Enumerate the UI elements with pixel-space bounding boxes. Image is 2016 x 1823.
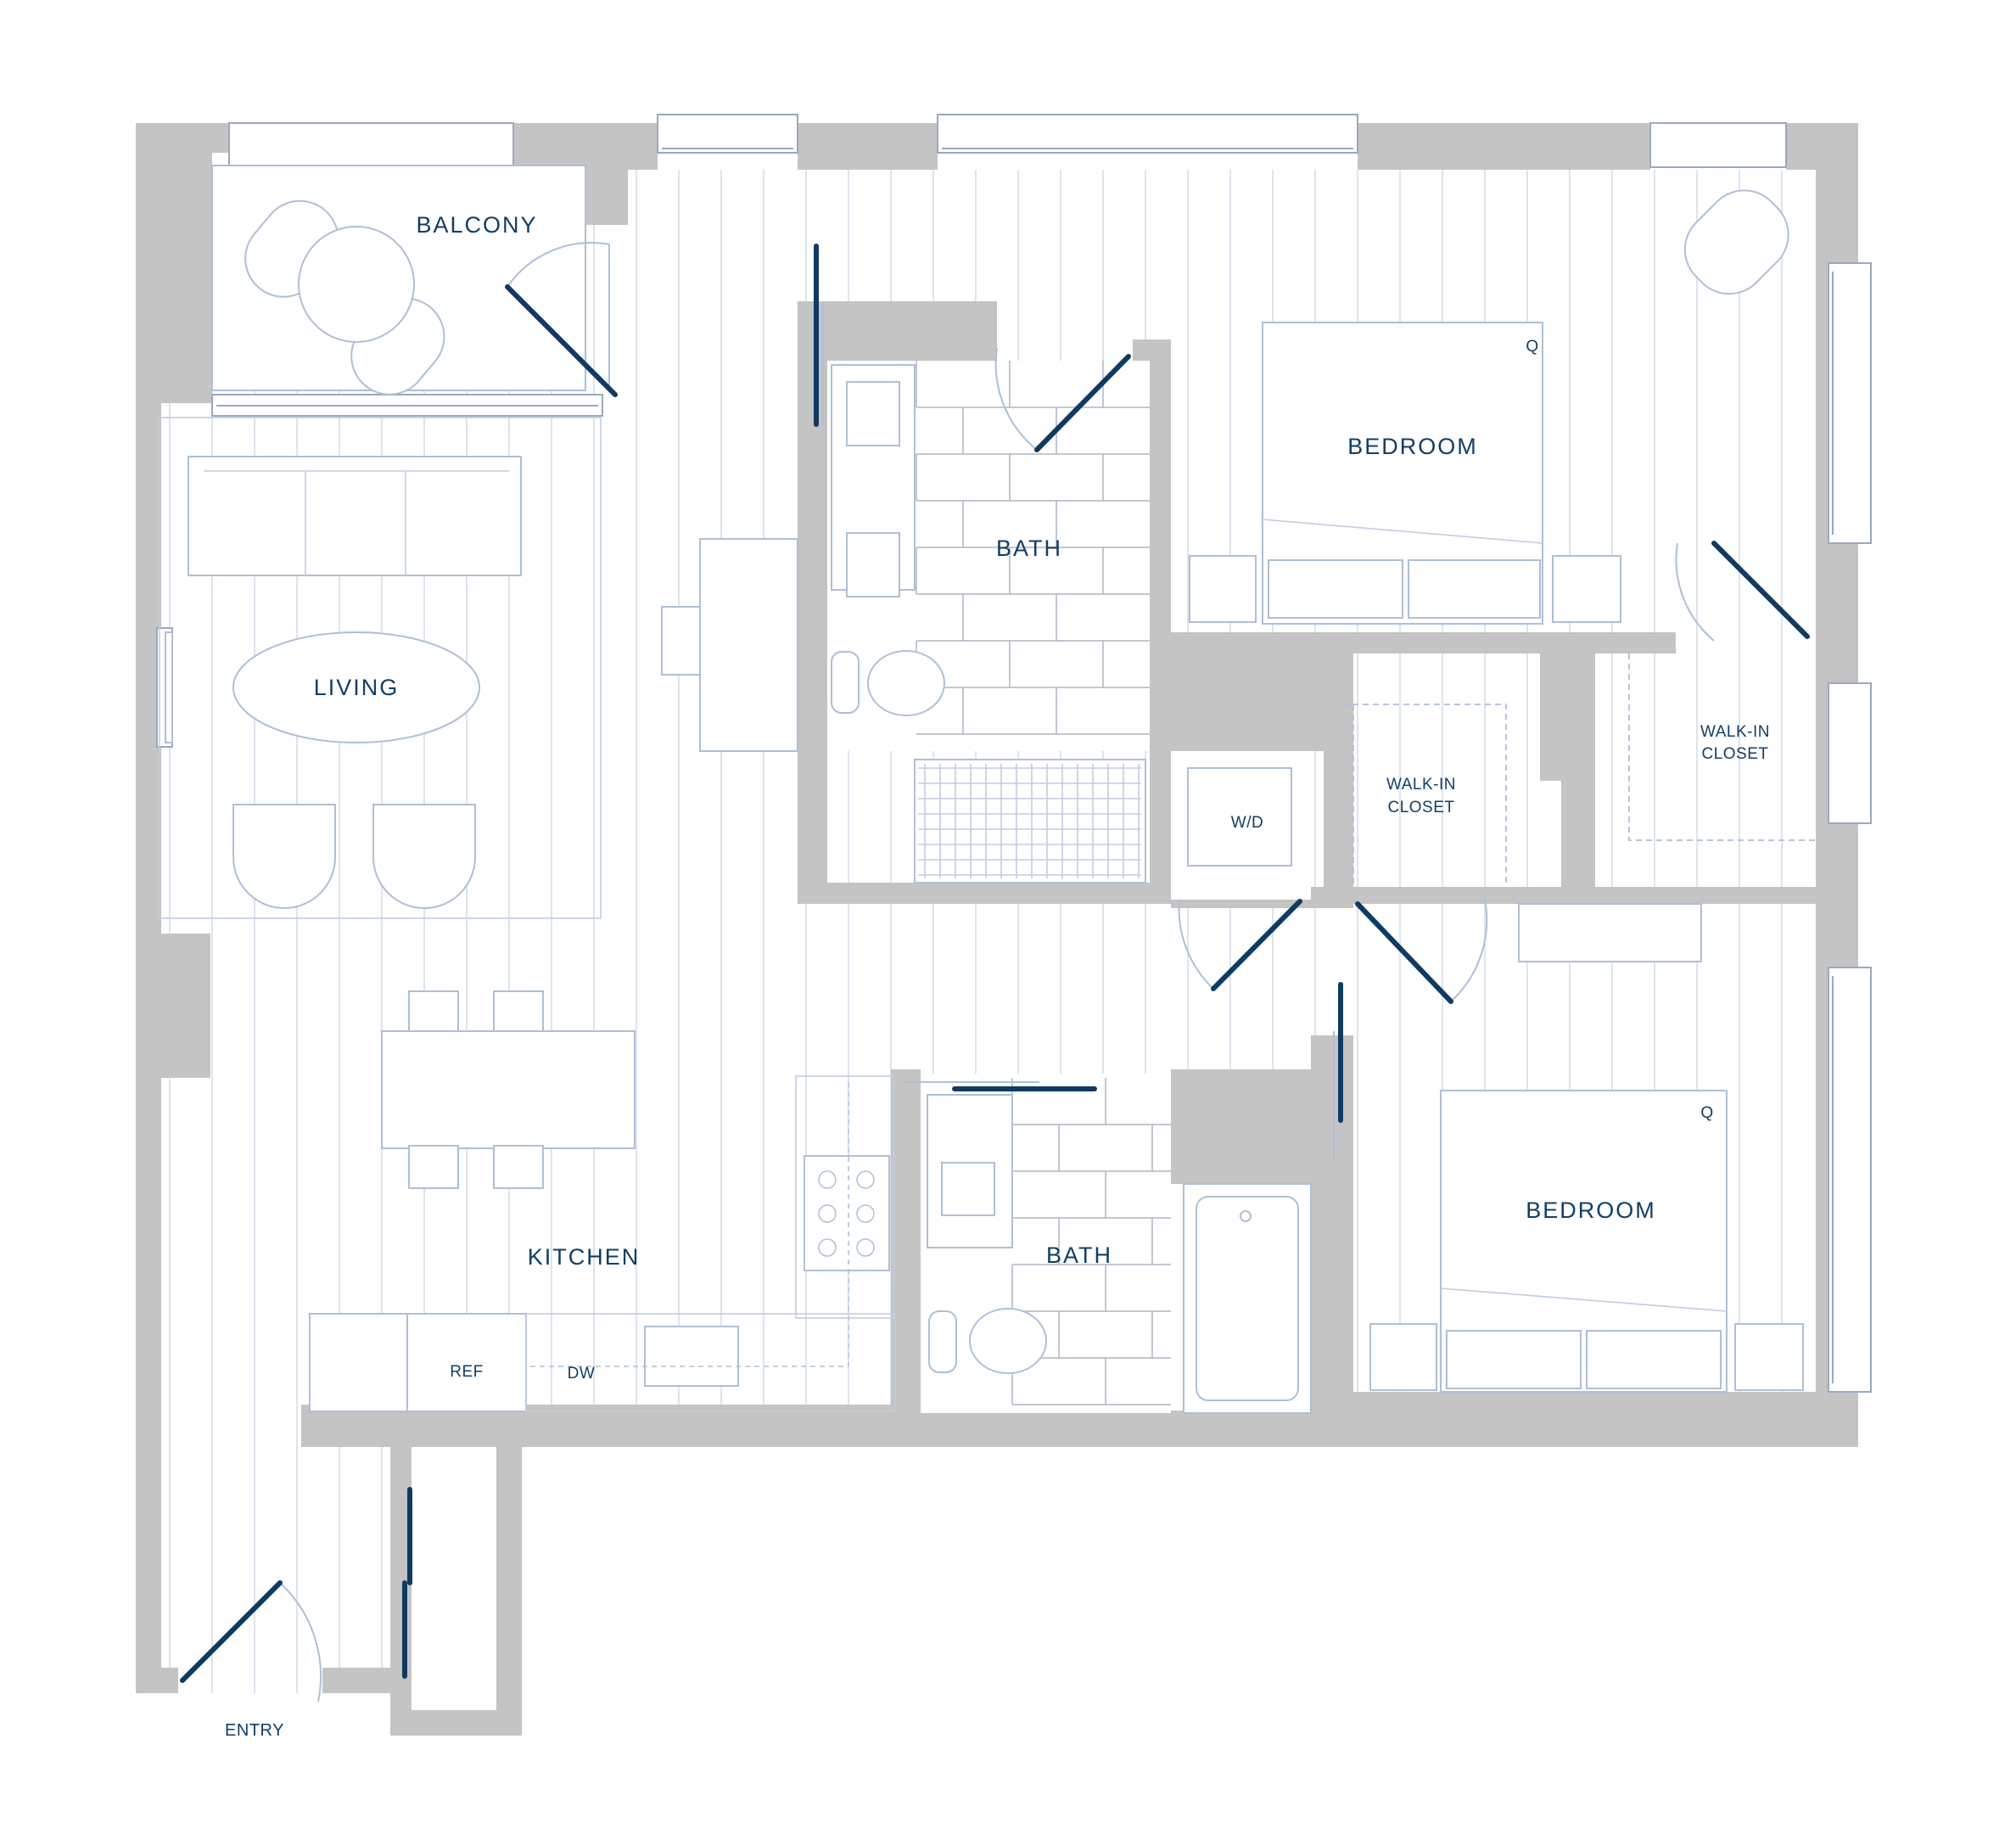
label-bath-2: BATH <box>1046 1242 1112 1268</box>
living-furniture <box>159 417 602 919</box>
dining-set <box>381 990 636 1189</box>
label-dishwasher: DW <box>568 1365 596 1383</box>
label-balcony: BALCONY <box>416 212 537 238</box>
console <box>661 538 798 752</box>
label-kitchen: KITCHEN <box>528 1244 641 1270</box>
bedroom-2-furniture <box>1369 903 1804 1393</box>
label-washer-dryer: W/D <box>1231 814 1263 832</box>
label-refrigerator: REF <box>450 1363 484 1381</box>
label-bath-1: BATH <box>996 536 1062 561</box>
label-walk-in-closet-2-line2: CLOSET <box>1701 745 1768 763</box>
washer-dryer <box>1171 751 1311 900</box>
room-labels: BALCONY LIVING KITCHEN ENTRY BATH BATH B… <box>225 212 1770 1740</box>
label-bedroom-2: BEDROOM <box>1526 1198 1656 1223</box>
label-walk-in-closet-1-line2: CLOSET <box>1387 799 1454 816</box>
kitchen-fixtures <box>309 1075 896 1412</box>
doors <box>180 242 1810 1702</box>
label-entry: ENTRY <box>225 1721 284 1740</box>
label-walk-in-closet-2-line1: WALK-IN <box>1700 723 1770 741</box>
bath-2-fixtures <box>921 1074 1312 1414</box>
label-bed-size-1: Q <box>1526 338 1538 356</box>
label-bedroom-1: BEDROOM <box>1347 434 1478 459</box>
label-living: LIVING <box>314 675 400 700</box>
closet-shelving <box>1332 653 1816 887</box>
label-bed-size-2: Q <box>1700 1104 1713 1122</box>
bedroom-1-furniture <box>1189 189 1789 625</box>
label-walk-in-closet-1-line1: WALK-IN <box>1386 776 1456 794</box>
bath-1-fixtures <box>827 361 1150 883</box>
balcony-furniture <box>211 165 586 395</box>
